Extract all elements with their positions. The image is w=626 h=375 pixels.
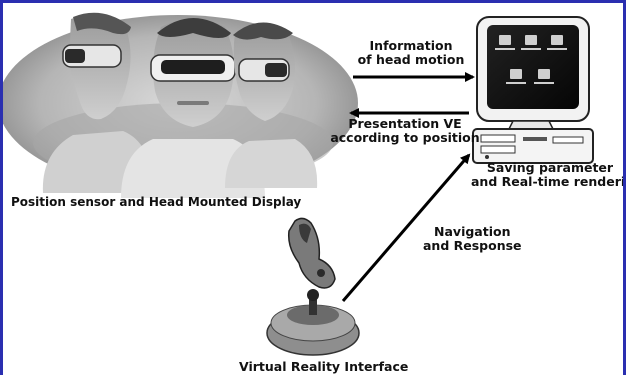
desktop-computer-icon <box>473 17 593 163</box>
label-line: Navigation <box>423 225 522 239</box>
joystick-grip <box>289 218 335 288</box>
label-line: according to position <box>325 131 485 145</box>
label-line: and Response <box>423 239 522 253</box>
label-saving-parameter: Saving parameter and Real-time rendering <box>471 161 626 189</box>
label-navigation-response: Navigation and Response <box>423 225 522 253</box>
label-presentation-ve: Presentation VE according to position <box>325 117 485 145</box>
label-line: and Real-time rendering <box>471 175 626 189</box>
label-line: of head motion <box>355 53 467 67</box>
hmd-users-photo <box>3 13 358 198</box>
label-line: Information <box>355 39 467 53</box>
label-line: Saving parameter <box>471 161 626 175</box>
label-line: Presentation VE <box>325 117 485 131</box>
label-information-head-motion: Information of head motion <box>355 39 467 67</box>
joystick-icon <box>267 218 359 355</box>
label-virtual-reality-interface: Virtual Reality Interface <box>239 360 408 374</box>
diagram-graphics <box>3 3 626 375</box>
label-position-sensor-hmd: Position sensor and Head Mounted Display <box>11 196 301 209</box>
